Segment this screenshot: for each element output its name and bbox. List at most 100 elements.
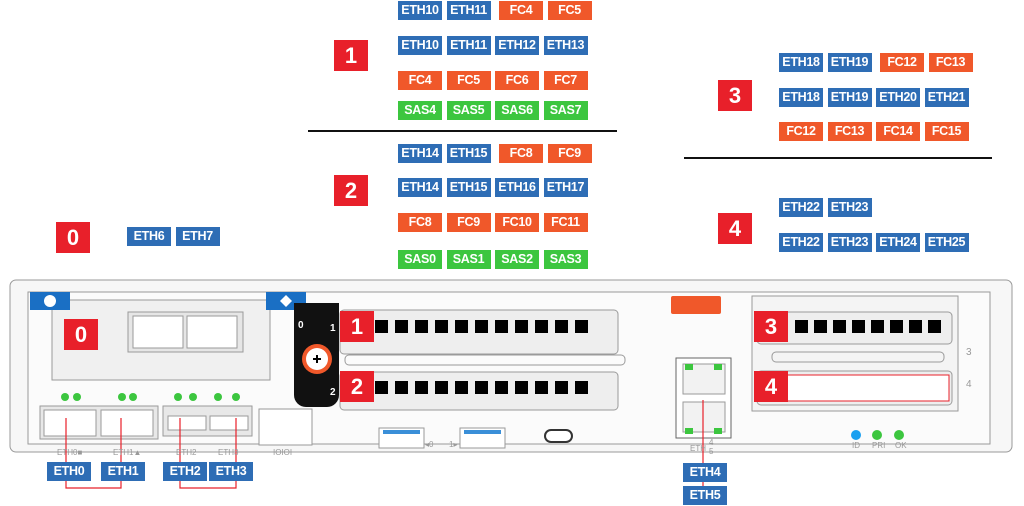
slot-2-port-fc9: FC9 — [547, 144, 592, 163]
riser-mark-2: 2 — [330, 387, 336, 398]
riser-mark-4: 4 — [966, 379, 972, 390]
eth0-port-label: ETH0■ — [57, 448, 82, 457]
slot-1-port-sas6: SAS6 — [495, 101, 539, 120]
slot-1-port-sas7: SAS7 — [543, 101, 588, 120]
vent-slot — [435, 381, 448, 394]
slot-2-port-sas2: SAS2 — [495, 250, 539, 269]
vent-slot — [455, 381, 468, 394]
vent-slot — [833, 320, 846, 333]
vent-slot — [575, 320, 588, 333]
slot-3-port-eth18: ETH18 — [779, 53, 823, 72]
slot-4-port-eth25: ETH25 — [924, 233, 969, 252]
slot-3-port-eth21: ETH21 — [924, 88, 969, 107]
slot-2-port-eth16: ETH16 — [495, 178, 539, 197]
slot-2-port-fc9: FC9 — [446, 213, 491, 232]
riser-mark-0: 0 — [298, 320, 304, 331]
vent-slot — [475, 320, 488, 333]
slot-badge-4: 4 — [718, 213, 752, 244]
callout-eth4: ETH4 — [683, 463, 727, 482]
slot-1-port-fc4: FC4 — [398, 71, 442, 90]
serial-port-label: IOIOI — [273, 448, 292, 457]
eth45-num-top: 4 — [709, 438, 714, 447]
slot-1-port-eth11: ETH11 — [446, 1, 491, 20]
eth1-port-label: ETH1▲ — [113, 448, 141, 457]
slot-badge-1: 1 — [334, 40, 368, 71]
server-slot-badge-3: 3 — [754, 311, 788, 342]
vent-slot — [852, 320, 865, 333]
vent-slot — [395, 381, 408, 394]
slot-1-port-eth12: ETH12 — [495, 36, 539, 55]
slot-1-port-eth11: ETH11 — [446, 36, 491, 55]
vent-slot — [375, 381, 388, 394]
riser-mark-3: 3 — [966, 347, 972, 358]
slot-3-port-fc14: FC14 — [876, 122, 920, 141]
vent-slot — [415, 381, 428, 394]
riser-mark-1: 1 — [330, 323, 336, 334]
vent-slot — [890, 320, 903, 333]
vent-slot — [555, 320, 568, 333]
vent-slot — [495, 320, 508, 333]
vent-slot — [455, 320, 468, 333]
slot-2-port-eth15: ETH15 — [446, 178, 491, 197]
slot-0-port-eth6: ETH6 — [127, 227, 171, 246]
slot-3-port-eth19: ETH19 — [827, 53, 872, 72]
eth45-port-label: ETH — [690, 444, 706, 453]
vent-slot — [515, 381, 528, 394]
server-slot-badge-4: 4 — [754, 371, 788, 402]
slot-4-port-eth23: ETH23 — [827, 233, 872, 252]
slot-2-port-fc8: FC8 — [499, 144, 543, 163]
slot-2-port-fc8: FC8 — [398, 213, 442, 232]
eth2-port-label: ETH2 — [176, 448, 197, 457]
vent-slot — [535, 320, 548, 333]
slot-2-port-eth14: ETH14 — [398, 178, 442, 197]
callout-eth2: ETH2 — [163, 462, 207, 481]
slot-0-port-eth7: ETH7 — [175, 227, 220, 246]
vent-slot — [415, 320, 428, 333]
slot-1-port-fc5: FC5 — [547, 1, 592, 20]
slot-4-port-eth22: ETH22 — [779, 198, 823, 217]
slot-3-port-fc12: FC12 — [779, 122, 823, 141]
vent-slot — [928, 320, 941, 333]
slot-2-port-eth17: ETH17 — [543, 178, 588, 197]
vent-slot — [475, 381, 488, 394]
callout-eth5: ETH5 — [683, 486, 727, 505]
slot-1-port-eth10: ETH10 — [398, 1, 442, 20]
slot-1-port-fc7: FC7 — [543, 71, 588, 90]
eth45-num-bottom: 5 — [709, 447, 714, 456]
vent-slot — [795, 320, 808, 333]
divider — [684, 157, 992, 159]
server-slot-badge-2: 2 — [340, 371, 374, 402]
led-pri-label: PRI — [872, 441, 885, 450]
slot-4-port-eth22: ETH22 — [779, 233, 823, 252]
slot-3-port-fc13: FC13 — [928, 53, 973, 72]
vent-slot — [535, 381, 548, 394]
slot-3-port-eth20: ETH20 — [876, 88, 920, 107]
slot-2-port-eth15: ETH15 — [446, 144, 491, 163]
vent-slot — [555, 381, 568, 394]
slot-3-port-fc13: FC13 — [827, 122, 872, 141]
slot-2-port-sas3: SAS3 — [543, 250, 588, 269]
slot-3-port-eth19: ETH19 — [827, 88, 872, 107]
slot-badge-0: 0 — [56, 222, 90, 253]
callout-eth1: ETH1 — [101, 462, 145, 481]
usb0-label: ◂0 — [425, 440, 434, 449]
slot-3-port-eth18: ETH18 — [779, 88, 823, 107]
slot-1-port-fc4: FC4 — [499, 1, 543, 20]
callout-eth3: ETH3 — [209, 462, 253, 481]
slot-4-port-eth24: ETH24 — [876, 233, 920, 252]
slot-2-port-sas0: SAS0 — [398, 250, 442, 269]
slot-badge-3: 3 — [718, 80, 752, 111]
slot-2-port-fc10: FC10 — [495, 213, 539, 232]
slot-4-port-eth23: ETH23 — [827, 198, 872, 217]
slot-badge-2: 2 — [334, 175, 368, 206]
vent-slot — [909, 320, 922, 333]
slot-2-port-sas1: SAS1 — [446, 250, 491, 269]
callout-eth0: ETH0 — [47, 462, 91, 481]
usb1-label: 1▸ — [449, 440, 457, 449]
server-slot-badge-0: 0 — [64, 319, 98, 350]
slot-2-port-fc11: FC11 — [543, 213, 588, 232]
slot-3-port-fc15: FC15 — [924, 122, 969, 141]
vent-slot — [435, 320, 448, 333]
slot-1-port-sas5: SAS5 — [446, 101, 491, 120]
